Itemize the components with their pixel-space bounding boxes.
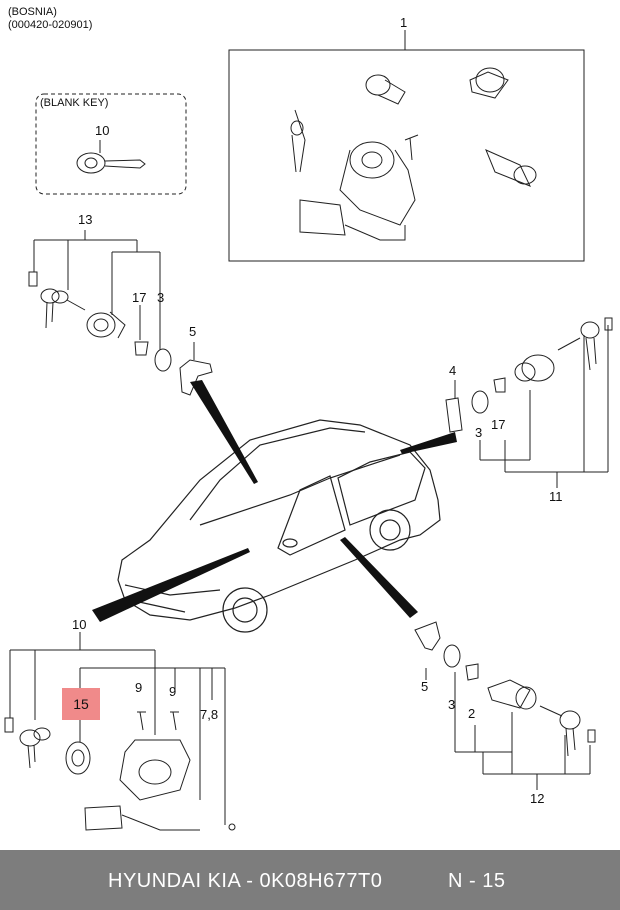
blank-key-title: (BLANK KEY) [40,97,109,109]
blank-key-frame [35,93,187,195]
callout-17-left: 17 [132,290,147,305]
part-5-bracket-lower-icon [414,621,441,680]
kit-13-leaders [33,230,161,350]
callout-13: 13 [78,212,93,227]
diagram-canvas [4,30,613,831]
highlighted-part-15: 15 [62,688,100,720]
kit-1-parts-icon [290,67,537,241]
model-region-label: (BOSNIA) [8,6,57,18]
footer-bar: HYUNDAI KIA - 0K08H677T0 N - 15 [0,850,620,910]
kit-11-leaders [454,325,609,488]
callout-10-blank-key: 10 [95,123,110,138]
blank-key-icon [76,140,146,174]
production-range-label: (000420-020901) [8,19,93,31]
callout-4: 4 [449,363,457,378]
callout-3-left: 3 [157,290,165,305]
callout-17-right: 17 [491,417,506,432]
callout-12: 12 [530,791,545,806]
callout-3-lower: 3 [448,697,456,712]
callout-11: 11 [549,489,563,504]
part-5-bracket-upper-icon [179,342,213,396]
kit-12-leaders [454,672,591,790]
kit-12-parts-icon [443,644,596,757]
footer-page-label: N - 15 [448,870,506,892]
callout-2: 2 [468,706,476,721]
car-leader-wedges [92,380,457,622]
callout-10: 10 [72,617,87,632]
callout-1: 1 [400,15,408,30]
car-outline [117,419,441,633]
callout-9-left: 9 [135,680,143,695]
callout-5-lower: 5 [421,679,429,694]
kit-1-frame [228,49,585,262]
callout-5-upper: 5 [189,324,197,339]
callout-7-8: 7,8 [200,707,219,722]
callout-3-right: 3 [475,425,483,440]
callout-9-right: 9 [169,684,177,699]
callout-15: 15 [73,696,89,712]
footer-part-number: HYUNDAI KIA - 0K08H677T0 [108,870,383,892]
kit-10-leaders [9,632,226,825]
kit-10-parts-icon [4,711,236,831]
kit-11-parts-icon [445,317,613,433]
kit-13-parts-icon [28,271,172,372]
